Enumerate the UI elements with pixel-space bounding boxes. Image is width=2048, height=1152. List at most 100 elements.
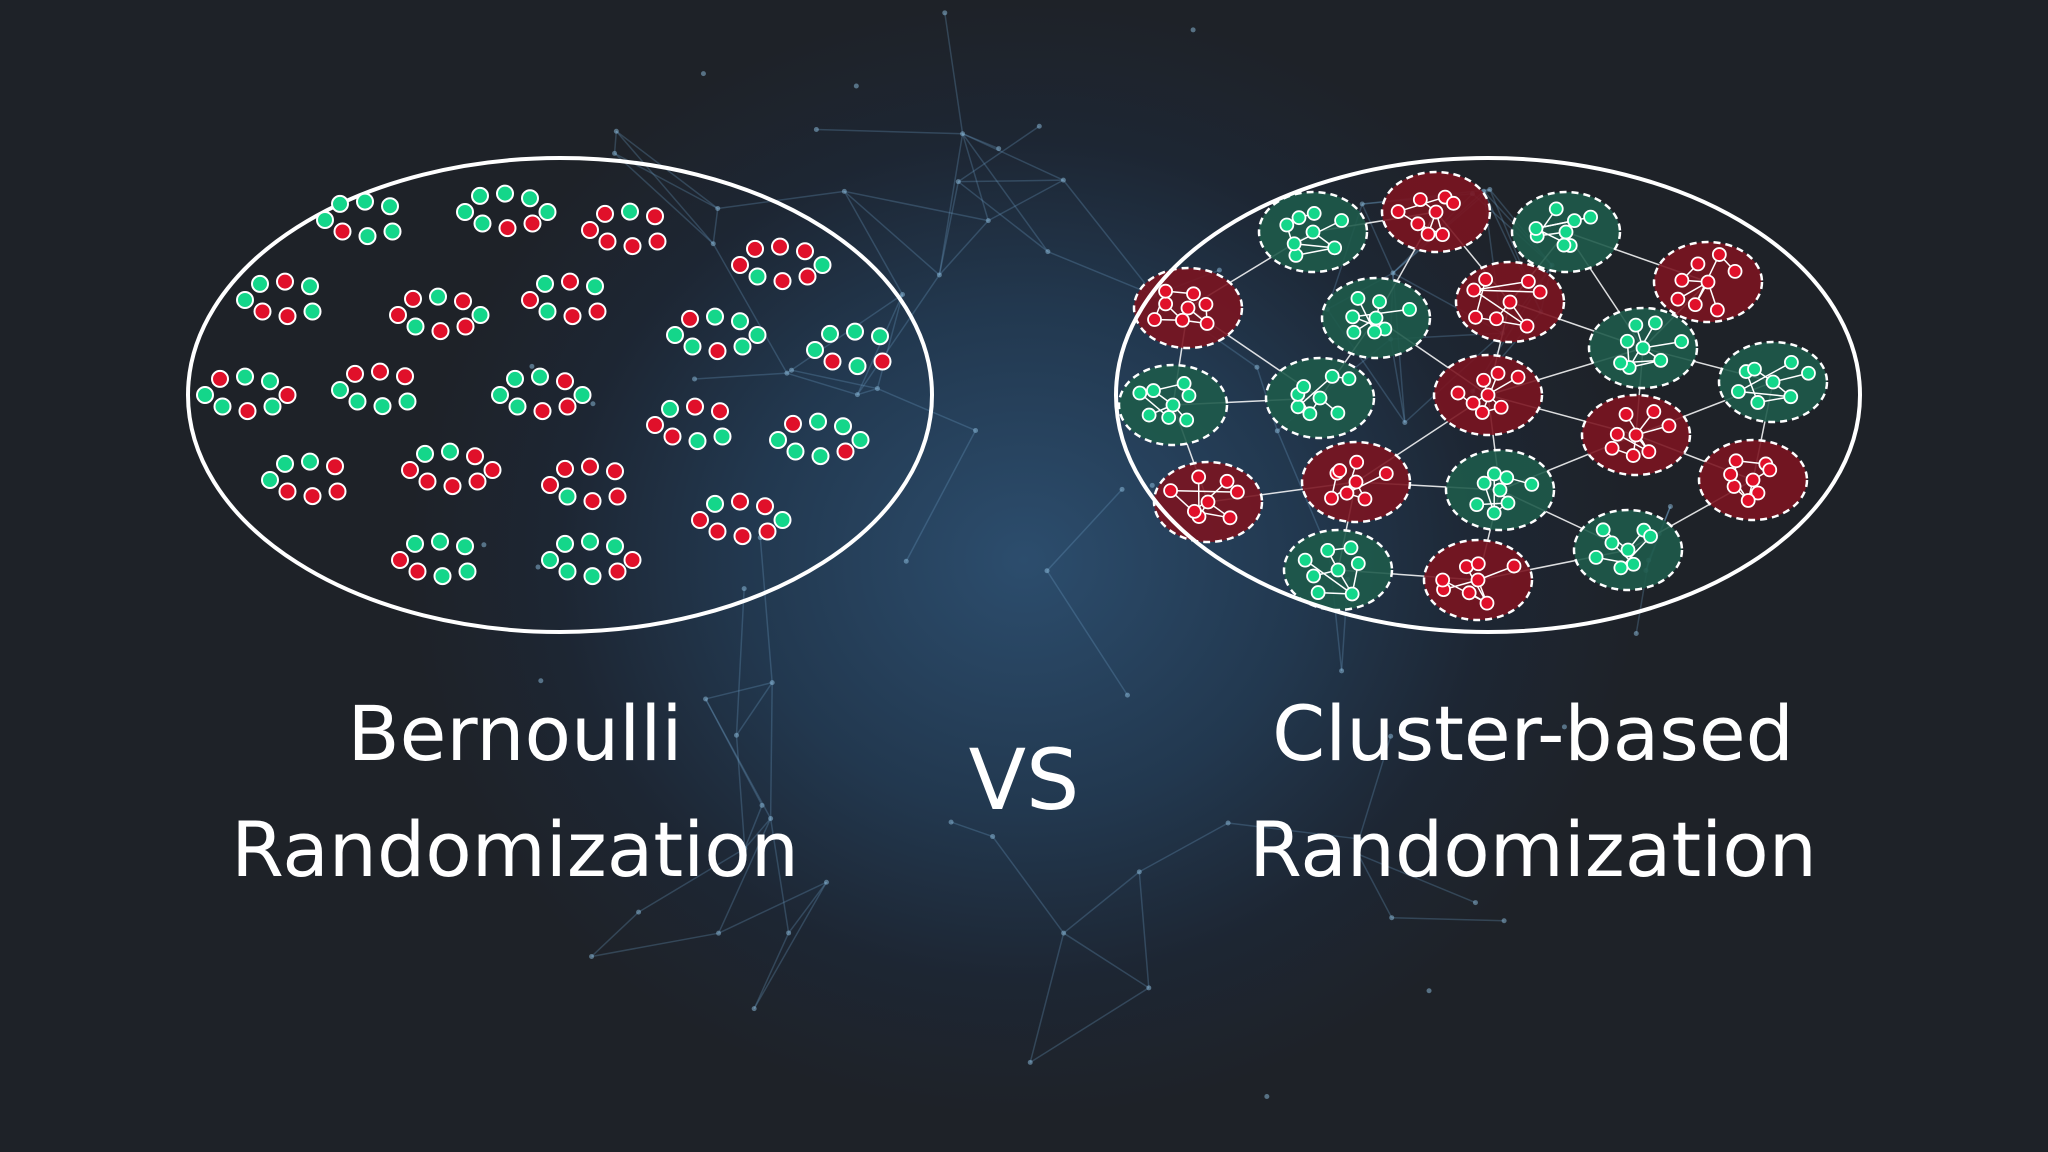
treatment-unit <box>1479 595 1495 611</box>
network-node <box>1027 1059 1033 1065</box>
control-unit <box>1731 384 1746 399</box>
treatment-unit <box>623 551 642 569</box>
treatment-unit <box>1510 369 1526 385</box>
treatment-unit <box>456 317 475 336</box>
network-line <box>753 932 790 1009</box>
control-unit <box>431 532 449 551</box>
network-line <box>992 836 1065 934</box>
control-unit <box>573 386 592 404</box>
treatment-unit <box>1493 399 1509 415</box>
network-node <box>759 802 765 808</box>
treatment-unit <box>523 214 542 233</box>
network-line <box>744 805 763 849</box>
treatment-cluster <box>1697 438 1809 522</box>
treatment-unit <box>211 369 229 388</box>
control-unit <box>261 372 279 391</box>
control-unit <box>1161 410 1177 425</box>
bernoulli-group <box>196 367 297 421</box>
treatment-unit <box>1502 294 1518 310</box>
treatment-unit <box>371 362 389 381</box>
cluster-title-line2: Randomization <box>1249 805 1817 894</box>
cluster-population-ellipse <box>1114 156 1862 634</box>
control-unit <box>556 534 574 553</box>
treatment-unit <box>1465 395 1481 411</box>
treatment-unit <box>443 477 462 496</box>
treatment-unit <box>596 204 614 223</box>
treatment-unit <box>1709 302 1725 318</box>
treatment-unit <box>454 292 472 311</box>
treatment-unit <box>1670 291 1686 307</box>
network-line <box>614 152 714 245</box>
treatment-unit <box>326 457 344 476</box>
control-unit <box>331 381 349 399</box>
network-line <box>1029 987 1150 1064</box>
control-cluster <box>1510 190 1622 274</box>
network-line <box>1062 179 1156 296</box>
network-line <box>938 220 989 276</box>
treatment-unit <box>731 492 749 511</box>
control-unit <box>331 194 349 213</box>
network-line <box>735 735 746 849</box>
treatment-unit <box>1186 503 1202 519</box>
control-unit <box>1286 236 1302 252</box>
network-line <box>957 125 1040 183</box>
control-unit <box>1165 397 1181 413</box>
network-line <box>843 190 904 295</box>
bernoulli-title-line1: Bernoulli <box>347 689 683 778</box>
network-node <box>741 586 747 592</box>
control-unit <box>316 211 334 229</box>
control-unit <box>1548 201 1564 217</box>
network-line <box>843 190 940 276</box>
control-cluster <box>1587 306 1699 390</box>
control-unit <box>506 369 524 388</box>
network-line <box>769 682 773 819</box>
control-unit <box>406 317 425 336</box>
treatment-unit <box>733 527 752 546</box>
treatment-unit <box>1200 494 1216 510</box>
cluster-edge <box>1297 375 1333 408</box>
control-unit <box>1476 475 1492 491</box>
treatment-unit <box>711 402 729 421</box>
treatment-unit <box>1339 485 1355 501</box>
control-unit <box>1653 352 1669 368</box>
control-unit <box>536 274 554 293</box>
control-unit <box>358 227 377 246</box>
treatment-unit <box>533 402 552 421</box>
treatment-unit <box>1609 426 1625 442</box>
network-line <box>816 128 963 135</box>
control-cluster <box>1572 508 1684 592</box>
treatment-unit <box>498 219 517 238</box>
cluster-edge <box>1304 559 1353 595</box>
control-unit <box>806 341 824 359</box>
treatment-unit <box>873 352 892 371</box>
control-unit <box>1297 552 1313 568</box>
control-cluster <box>1717 340 1829 424</box>
control-unit <box>261 471 279 489</box>
network-line <box>735 682 773 736</box>
control-unit <box>1296 379 1311 394</box>
network-node <box>700 71 706 77</box>
control-unit <box>406 534 424 553</box>
treatment-unit <box>823 352 842 371</box>
treatment-unit <box>1727 263 1743 279</box>
control-unit <box>1801 365 1816 381</box>
network-node <box>874 386 880 392</box>
control-unit <box>1674 334 1689 349</box>
control-unit <box>1330 562 1346 578</box>
control-unit <box>1368 310 1384 326</box>
cluster-edge <box>1472 376 1519 404</box>
network-line <box>591 911 640 958</box>
control-unit <box>813 256 832 274</box>
network-line <box>961 133 1049 253</box>
network-node <box>1388 733 1394 739</box>
network-line <box>591 932 719 958</box>
treatment-unit <box>1450 385 1466 401</box>
treatment-unit <box>798 267 817 286</box>
treatment-unit <box>333 222 352 241</box>
control-unit <box>398 392 417 411</box>
treatment-unit <box>1180 300 1196 316</box>
control-unit <box>356 192 374 211</box>
control-unit <box>871 327 889 346</box>
control-unit <box>1350 556 1366 571</box>
